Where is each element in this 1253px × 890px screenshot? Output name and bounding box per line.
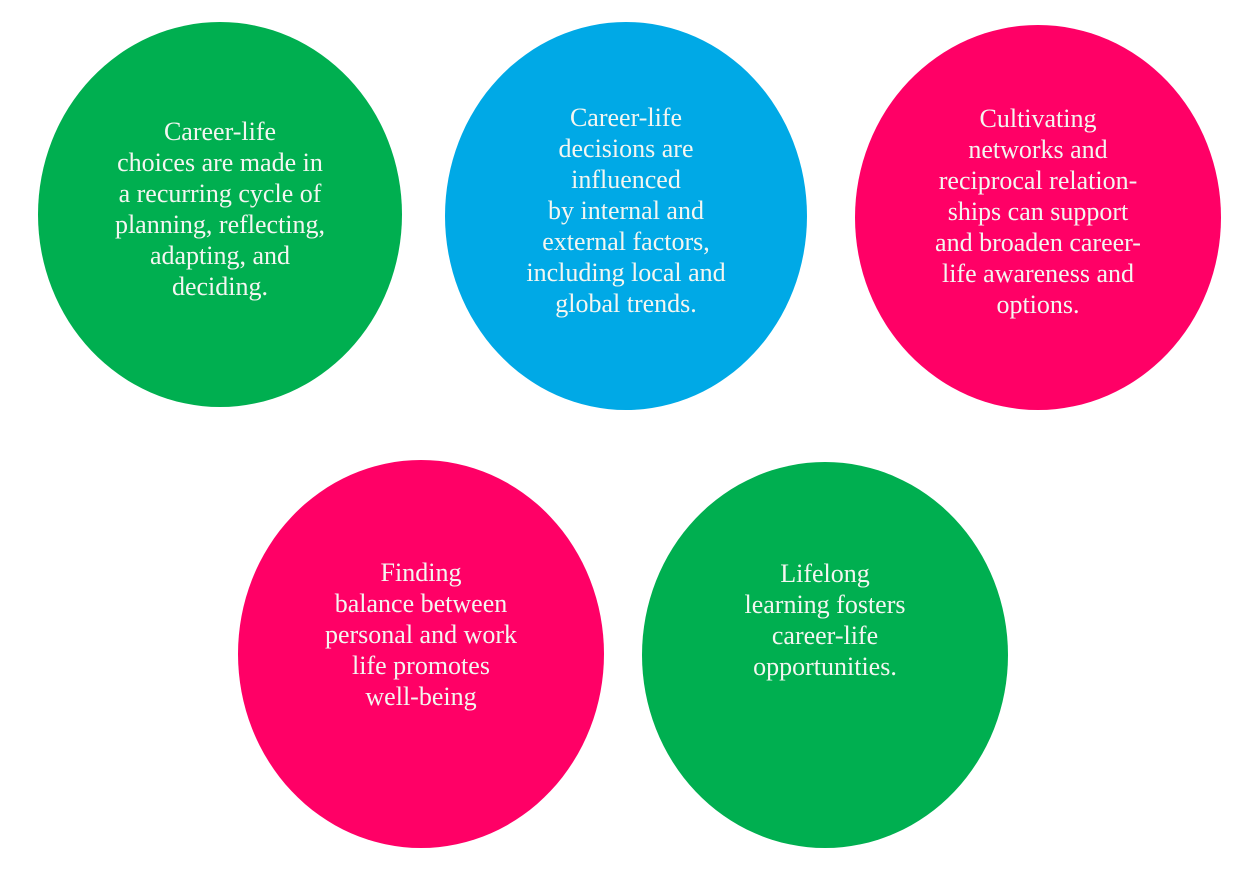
circle-work-life-balance: Finding balance between personal and wor… (238, 460, 604, 848)
circle-text: Career-life decisions are influenced by … (526, 102, 726, 318)
circle-text: Career-life choices are made in a recurr… (114, 116, 326, 301)
circle-lifelong-learning: Lifelong learning fosters career-life op… (642, 462, 1008, 848)
circle-text: Finding balance between personal and wor… (324, 557, 518, 711)
circle-text: Cultivating networks and reciprocal rela… (935, 104, 1141, 319)
circle-internal-external-factors: Career-life decisions are influenced by … (445, 22, 807, 410)
circle-planning-cycle: Career-life choices are made in a recurr… (38, 22, 402, 407)
circle-networks-relationships: Cultivating networks and reciprocal rela… (855, 25, 1221, 410)
circle-text: Lifelong learning fosters career-life op… (744, 559, 906, 681)
